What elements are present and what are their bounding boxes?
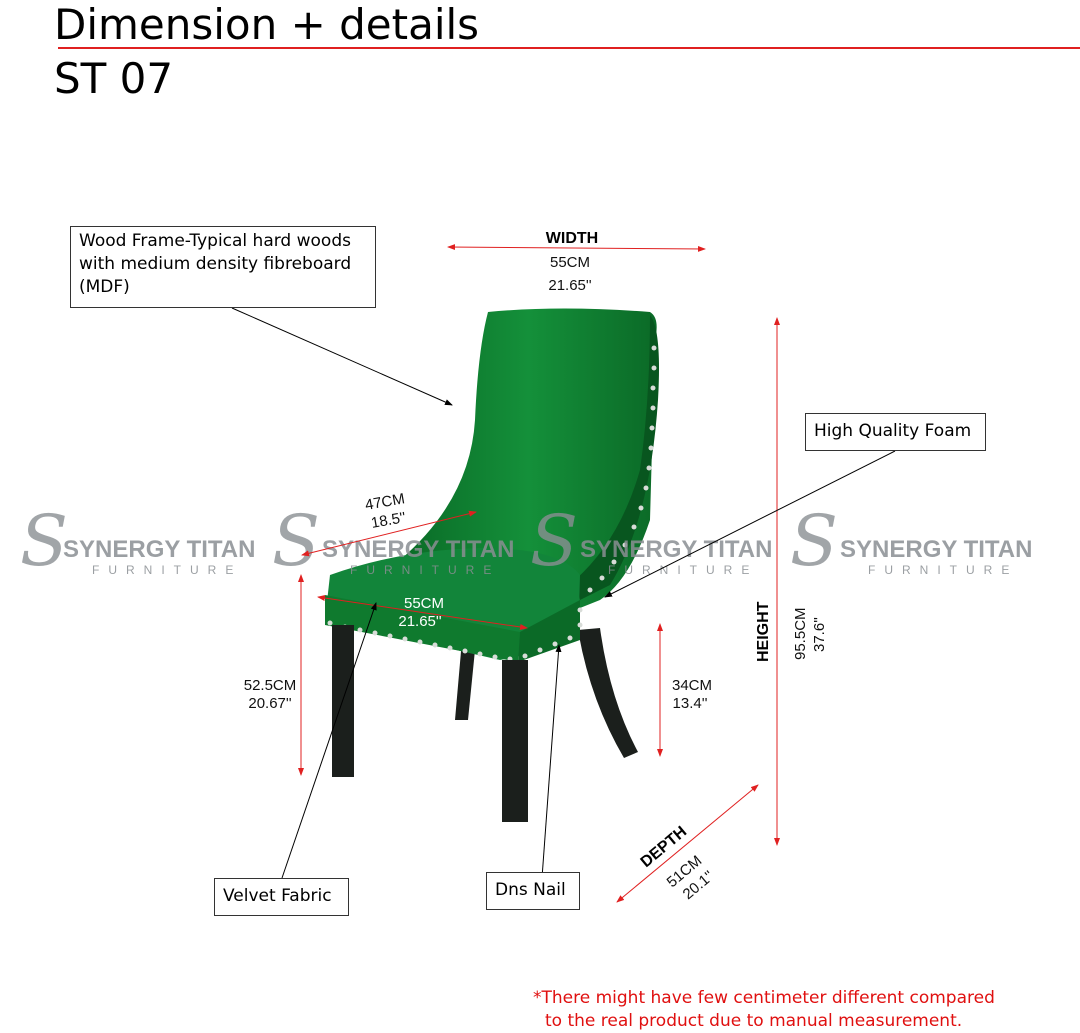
foam-leader <box>604 450 896 598</box>
velvet-leader <box>281 602 377 879</box>
height-cm: 95.5CM <box>792 607 809 660</box>
leg-height-cm: 34CM <box>672 677 712 694</box>
foam-callout: High Quality Foam <box>805 413 986 451</box>
seat-depth-dimension-line <box>301 510 477 557</box>
watermark-logo: S <box>272 500 320 582</box>
backrest-side <box>575 315 659 600</box>
wood-frame-line-1: Wood Frame-Typical hard woods <box>79 231 351 251</box>
front-leg-right <box>502 660 528 822</box>
svg-text:SYNERGY TITAN: SYNERGY TITAN <box>63 536 255 563</box>
height-label: HEIGHT <box>755 601 772 662</box>
disclaimer-line-2: to the real product due to manual measur… <box>545 1011 963 1031</box>
wood-frame-line-2: with medium density fibreboard <box>79 254 352 274</box>
nail-leader <box>541 644 562 879</box>
model-code: ST 07 <box>54 54 174 103</box>
wood-frame-leader <box>231 307 453 406</box>
seat-side <box>518 600 580 662</box>
leg-height-in: 13.4'' <box>673 695 708 712</box>
page-title: Dimension + details <box>54 0 480 49</box>
seat-width-dimension-line <box>317 595 528 630</box>
height-in: 37.6'' <box>811 617 828 652</box>
title-underline <box>58 47 1080 49</box>
seat-depth-in: 18.5'' <box>370 509 407 532</box>
seat-width-cm: 55CM <box>404 595 444 612</box>
svg-text:SYNERGY TITAN: SYNERGY TITAN <box>840 536 1032 563</box>
watermark-logo: S <box>530 500 578 582</box>
seat-height-in: 20.67'' <box>248 695 291 712</box>
svg-text:FURNITURE: FURNITURE <box>92 563 242 577</box>
svg-text:FURNITURE: FURNITURE <box>608 563 758 577</box>
width-cm: 55CM <box>550 254 590 271</box>
velvet-callout: Velvet Fabric <box>214 878 349 916</box>
width-label: WIDTH <box>546 230 598 247</box>
wood-frame-callout: Wood Frame-Typical hard woods with mediu… <box>70 226 376 308</box>
svg-text:SYNERGY TITAN: SYNERGY TITAN <box>322 536 514 563</box>
width-dimension-line <box>447 244 706 252</box>
nail-callout: Dns Nail <box>486 872 580 910</box>
measurement-disclaimer: *There might have few centimeter differe… <box>533 987 995 1033</box>
seat-width-in: 21.65'' <box>398 613 441 630</box>
svg-text:FURNITURE: FURNITURE <box>350 563 500 577</box>
wood-frame-line-3: (MDF) <box>79 277 130 297</box>
depth-dimension-line <box>616 784 759 903</box>
back-leg-left <box>455 640 476 720</box>
watermark-logo: S <box>20 500 68 582</box>
disclaimer-line-1: *There might have few centimeter differe… <box>533 988 995 1008</box>
back-leg-right <box>578 628 638 758</box>
svg-text:FURNITURE: FURNITURE <box>868 563 1018 577</box>
svg-text:SYNERGY TITAN: SYNERGY TITAN <box>580 536 772 563</box>
width-in: 21.65'' <box>548 277 591 294</box>
watermark-logo: S <box>790 500 838 582</box>
seat-depth-cm: 47CM <box>364 490 406 514</box>
seat-height-cm: 52.5CM <box>244 677 297 694</box>
